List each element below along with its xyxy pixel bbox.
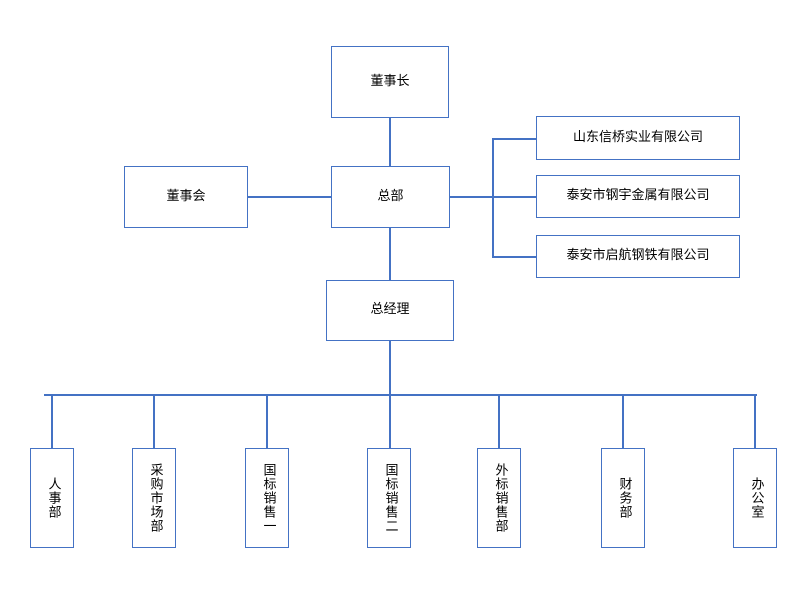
- connector-headquarters-to-subsidiary-bus: [450, 196, 493, 198]
- node-subsidiary-3[interactable]: 泰安市启航钢铁有限公司: [536, 235, 740, 278]
- connector-bus-to-subsidiary-2: [492, 196, 536, 198]
- connector-bus-to-department-4: [389, 394, 391, 448]
- node-general-manager[interactable]: 总经理: [326, 280, 454, 341]
- node-department-4[interactable]: 国标销售二: [367, 448, 411, 548]
- node-board[interactable]: 董事会: [124, 166, 248, 228]
- node-department-7[interactable]: 办公室: [733, 448, 777, 548]
- connector-bus-to-department-1: [51, 394, 53, 448]
- node-subsidiary-2[interactable]: 泰安市钢宇金属有限公司: [536, 175, 740, 218]
- node-department-2[interactable]: 采购市场部: [132, 448, 176, 548]
- node-chairman[interactable]: 董事长: [331, 46, 449, 118]
- node-department-5[interactable]: 外标销售部: [477, 448, 521, 548]
- connector-department-bus: [44, 394, 757, 396]
- connector-bus-to-department-6: [622, 394, 624, 448]
- connector-subsidiary-bus: [492, 138, 494, 258]
- connector-bus-to-subsidiary-1: [492, 138, 536, 140]
- connector-bus-to-department-3: [266, 394, 268, 448]
- node-department-3[interactable]: 国标销售一: [245, 448, 289, 548]
- node-department-1[interactable]: 人事部: [30, 448, 74, 548]
- node-subsidiary-1[interactable]: 山东信桥实业有限公司: [536, 116, 740, 160]
- connector-chairman-to-headquarters: [389, 118, 391, 166]
- connector-bus-to-department-7: [754, 394, 756, 448]
- connector-board-to-headquarters: [248, 196, 332, 198]
- connector-bus-to-department-2: [153, 394, 155, 448]
- connector-general-manager-to-department-bus: [389, 341, 391, 395]
- connector-bus-to-subsidiary-3: [492, 256, 536, 258]
- connector-bus-to-department-5: [498, 394, 500, 448]
- connector-headquarters-to-general-manager: [389, 228, 391, 280]
- node-headquarters[interactable]: 总部: [331, 166, 450, 228]
- node-department-6[interactable]: 财务部: [601, 448, 645, 548]
